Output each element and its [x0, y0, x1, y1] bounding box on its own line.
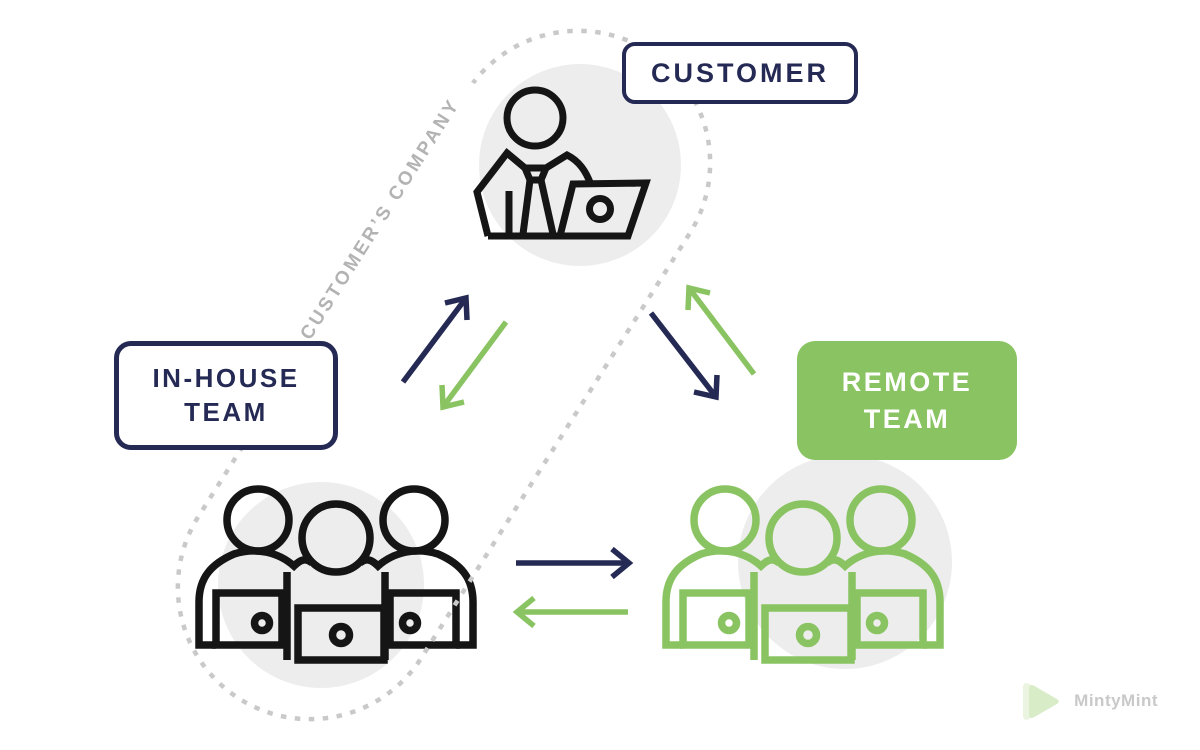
boundary-caption-mask	[291, 70, 485, 356]
mintymint-watermark: MintyMint	[1020, 678, 1158, 724]
remote-team-label: REMOTE TEAM	[797, 341, 1017, 460]
inhouse-label-line2: TEAM	[184, 396, 268, 427]
company-boundary-caption: CUSTOMER’S COMPANY	[296, 95, 464, 344]
customer-icon	[473, 86, 651, 240]
arrow-customer-to-remote	[648, 311, 720, 401]
mintymint-play-icon	[1023, 683, 1059, 720]
customer-label-text: CUSTOMER	[650, 57, 829, 88]
arrow-remote-to-customer	[685, 284, 757, 376]
arrow-inhouse-to-remote	[516, 546, 634, 580]
inhouse-label-line1: IN-HOUSE	[152, 362, 300, 393]
remote-label-line1: REMOTE	[841, 367, 973, 398]
arrow-customer-to-inhouse	[439, 320, 509, 411]
arrow-remote-to-inhouse	[512, 595, 628, 629]
mintymint-logo-text: MintyMint	[1074, 691, 1158, 710]
inhouse-team-label: IN-HOUSE TEAM	[114, 341, 338, 450]
arrow-inhouse-to-customer	[400, 294, 470, 384]
arrows	[400, 284, 757, 629]
remote-label-line2: TEAM	[863, 403, 951, 434]
customer-label: CUSTOMER	[622, 42, 858, 104]
